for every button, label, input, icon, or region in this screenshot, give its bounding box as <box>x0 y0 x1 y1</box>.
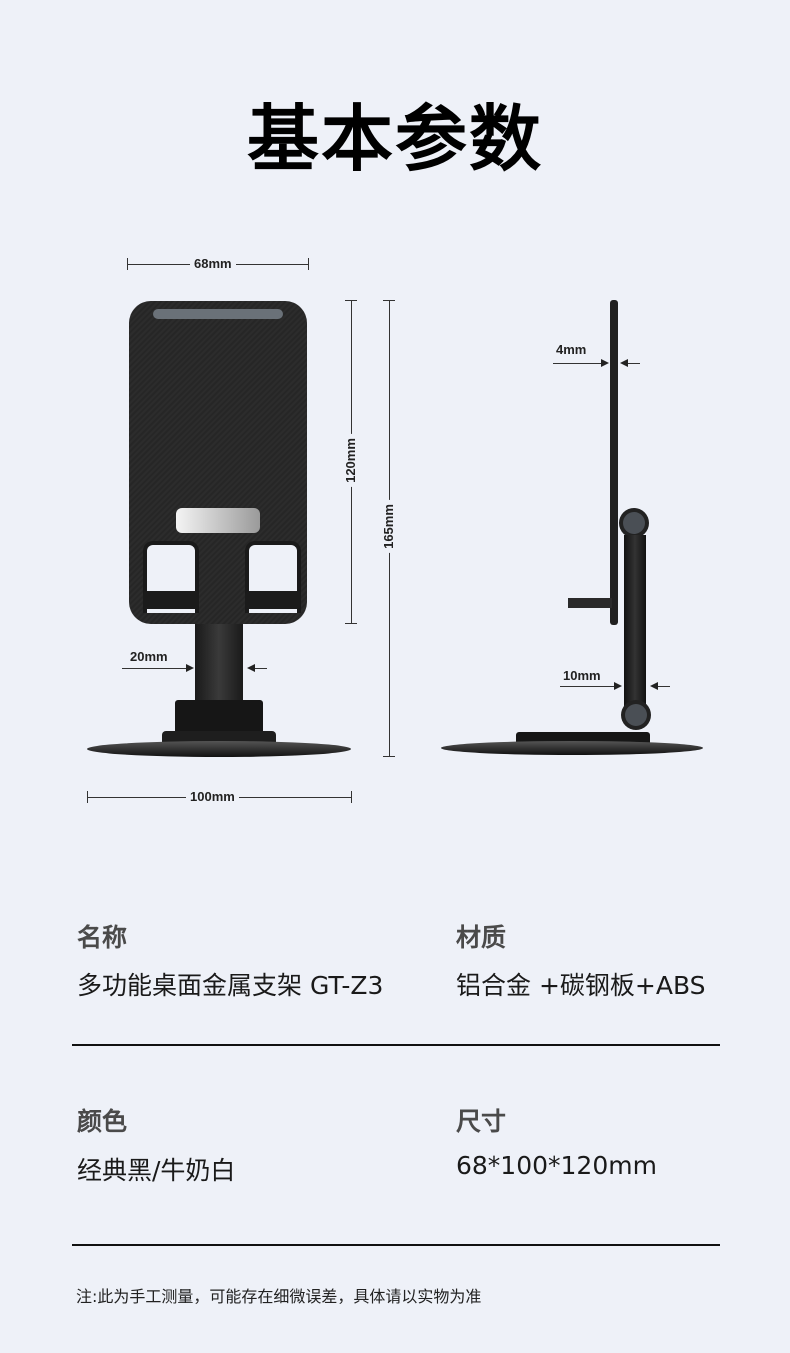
arrow-left-icon <box>620 359 628 367</box>
spec-value-material: 铝合金 +碳钢板+ABS <box>456 971 706 1000</box>
measurement-note: 注:此为手工测量，可能存在细微误差，具体请以实物为准 <box>76 1287 482 1306</box>
arrow-left-icon <box>650 682 658 690</box>
spec-label-material: 材质 <box>456 923 507 952</box>
dimension-line <box>658 686 670 687</box>
dimension-line <box>122 668 188 669</box>
panel-thickness-label: 4mm <box>552 342 591 357</box>
spec-value-name: 多功能桌面金属支架 GT-Z3 <box>77 971 384 1000</box>
metal-badge <box>176 508 260 533</box>
arrow-right-icon <box>601 359 609 367</box>
total-height-label: 165mm <box>380 500 396 553</box>
panel-height-label: 120mm <box>342 434 358 487</box>
arm-thickness-label: 10mm <box>559 668 605 683</box>
divider <box>72 1244 720 1246</box>
top-rubber-strip <box>153 309 283 319</box>
dimension-line <box>255 668 267 669</box>
hinge-knob <box>625 704 647 726</box>
spec-value-size: 68*100*120mm <box>456 1151 657 1180</box>
hinge-block <box>175 700 263 736</box>
dimension-line <box>560 686 616 687</box>
panel-side <box>610 300 618 625</box>
lower-hinge <box>621 700 651 730</box>
upper-hinge <box>619 508 649 538</box>
spec-value-color: 经典黑/牛奶白 <box>77 1156 236 1185</box>
spec-label-color: 颜色 <box>77 1107 128 1136</box>
base-width-label: 100mm <box>186 789 239 804</box>
dimension-line <box>553 363 603 364</box>
dimension-tick <box>351 791 352 803</box>
hinge-knob <box>623 512 645 534</box>
round-base-side <box>441 741 703 755</box>
dimension-tick <box>345 623 357 624</box>
dimension-line <box>628 363 640 364</box>
spec-label-size: 尺寸 <box>456 1107 507 1136</box>
stand-panel-front <box>129 301 307 624</box>
stem-width-label: 20mm <box>126 649 172 664</box>
arrow-right-icon <box>614 682 622 690</box>
round-base <box>87 741 351 757</box>
spec-label-name: 名称 <box>77 923 128 952</box>
dimension-tick <box>308 258 309 270</box>
stand-stem <box>195 624 243 704</box>
left-hook <box>143 591 199 609</box>
support-arm <box>624 535 646 715</box>
arrow-right-icon <box>186 664 194 672</box>
dimension-tick <box>383 756 395 757</box>
divider <box>72 1044 720 1046</box>
width-dimension-label: 68mm <box>190 256 236 271</box>
page-title: 基本参数 <box>246 97 543 181</box>
side-hook <box>568 598 612 608</box>
right-hook <box>245 591 301 609</box>
arrow-left-icon <box>247 664 255 672</box>
